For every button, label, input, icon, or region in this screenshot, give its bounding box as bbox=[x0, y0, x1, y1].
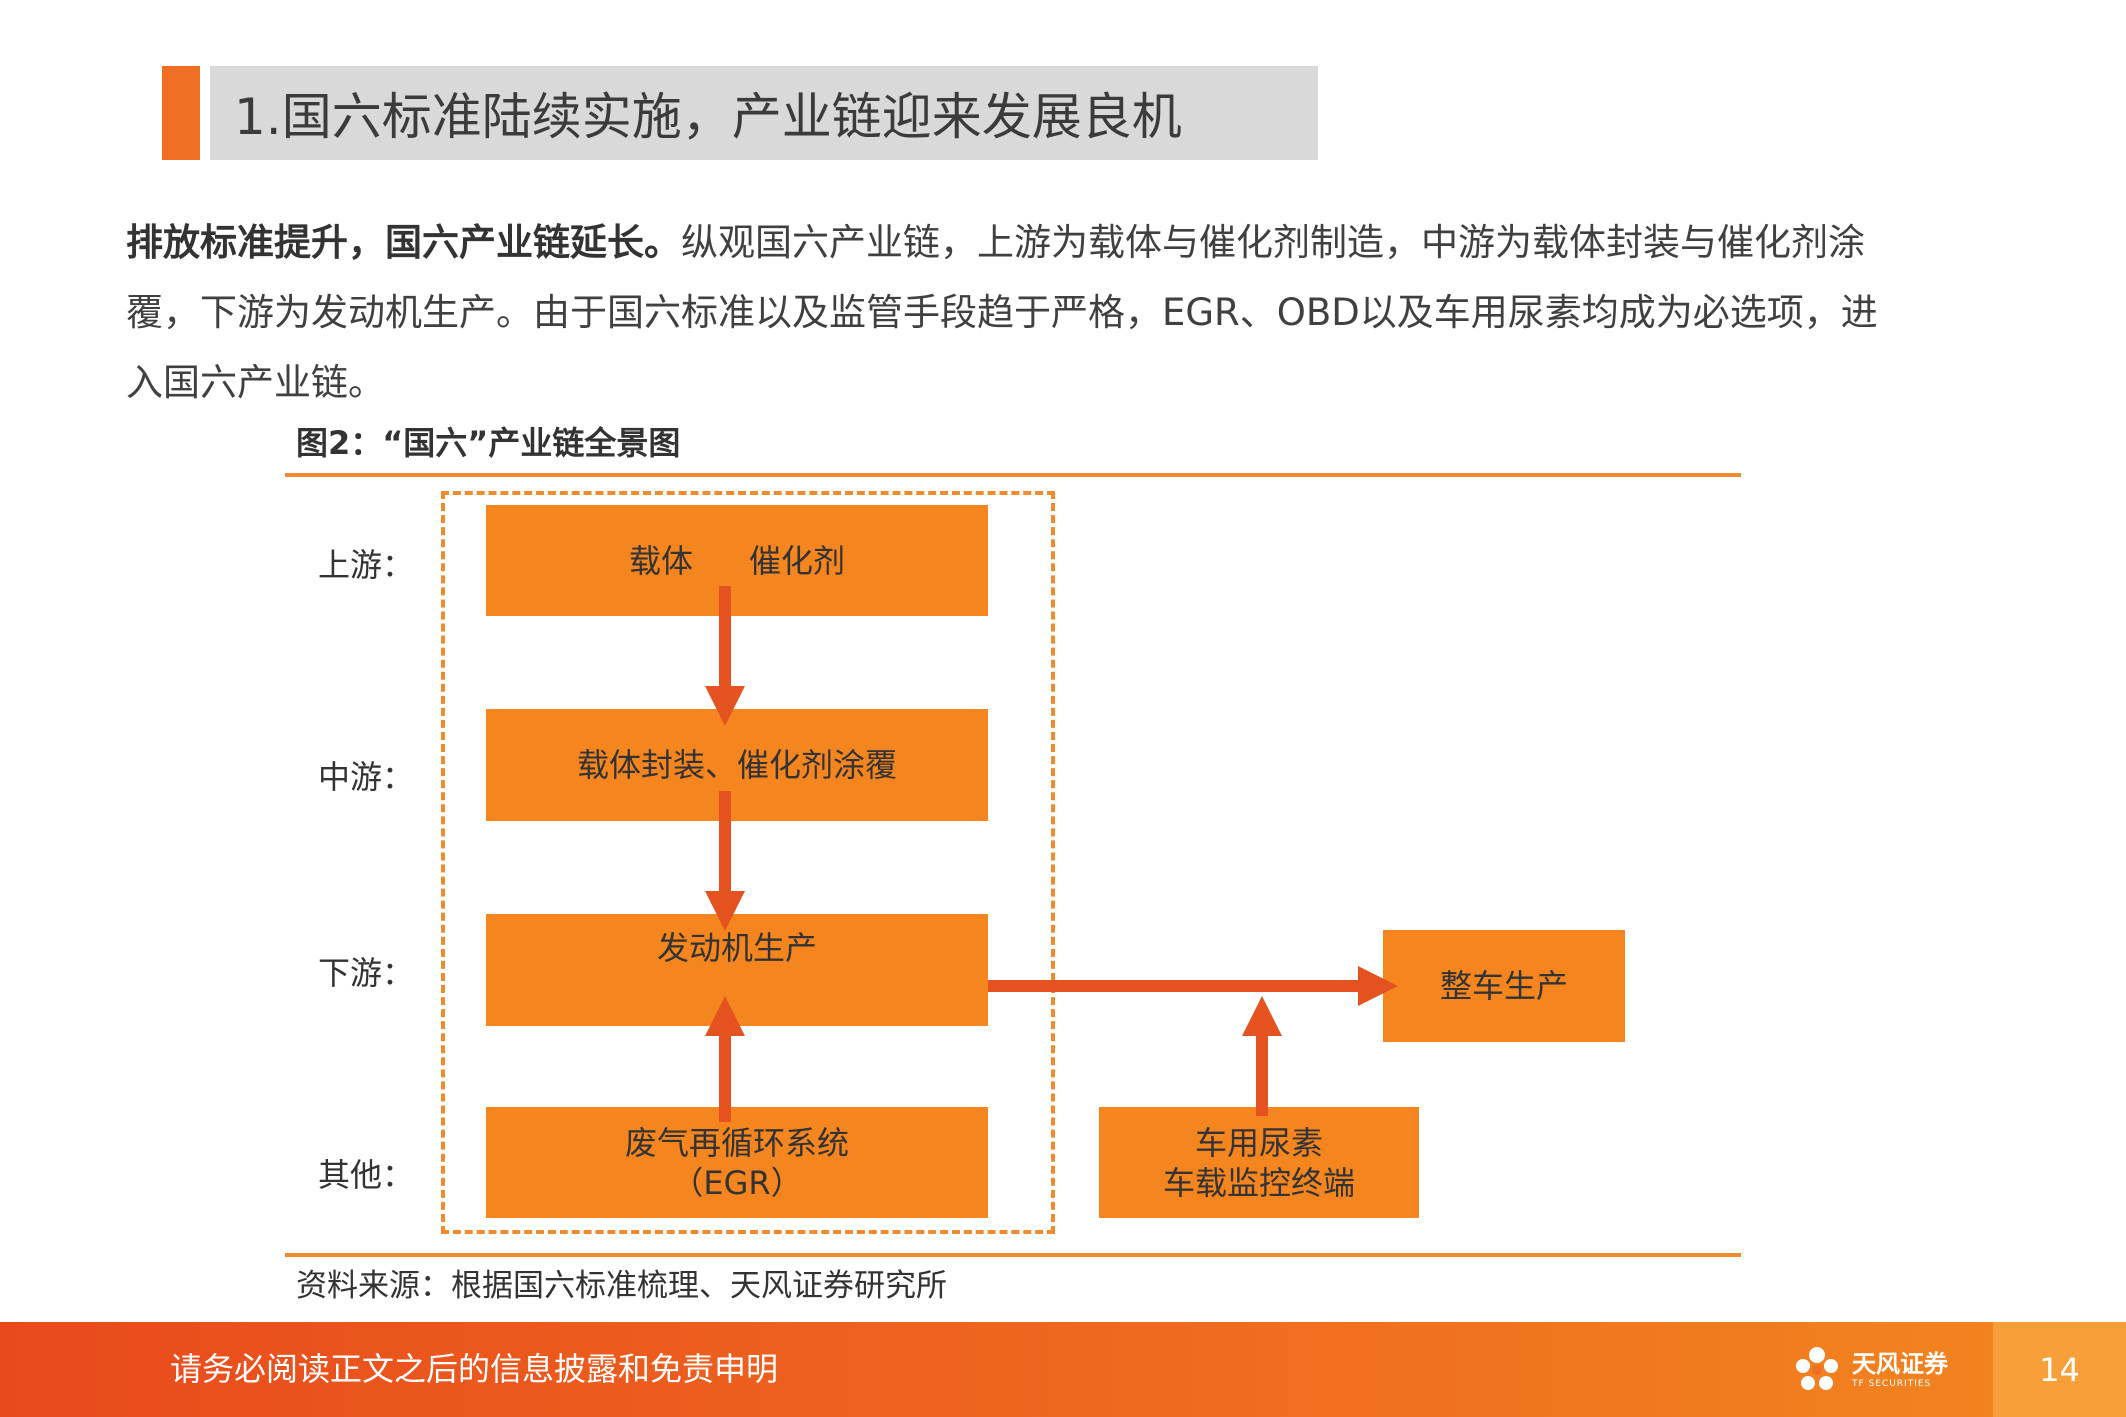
footer-disclaimer: 请务必阅读正文之后的信息披露和免责申明 bbox=[170, 1350, 779, 1388]
body-paragraph: 排放标准提升，国六产业链延长。纵观国六产业链，上游为载体与催化剂制造，中游为载体… bbox=[126, 208, 1906, 418]
arrow-urea-to-line-head bbox=[1242, 996, 1282, 1036]
body-text: 纵观国六产业链，上游为载体与催化剂制造，中游为载体封装与催化剂涂覆，下游为发动机… bbox=[126, 221, 1878, 404]
arrow-egr-to-down-shaft bbox=[719, 1036, 731, 1122]
figure-source: 资料来源：根据国六标准梳理、天风证券研究所 bbox=[296, 1268, 947, 1304]
tier-label-upstream: 上游： bbox=[318, 546, 415, 584]
arrow-egr-to-down-head bbox=[705, 996, 745, 1036]
tier-label-other: 其他： bbox=[318, 1156, 415, 1194]
urea-obd-box: 车用尿素 车载监控终端 bbox=[1099, 1107, 1419, 1218]
midstream-box: 载体封装、催化剂涂覆 bbox=[486, 709, 988, 821]
footer-bar bbox=[0, 1322, 2126, 1417]
figure-bottom-rule bbox=[285, 1253, 1741, 1257]
arrow-up-to-mid-shaft bbox=[719, 586, 731, 686]
industry-chain-dashed-group bbox=[441, 491, 1055, 1234]
arrow-down-to-vehicle-head bbox=[1358, 966, 1398, 1006]
figure-top-rule bbox=[285, 473, 1741, 477]
vehicle-production-box: 整车生产 bbox=[1383, 930, 1625, 1042]
title-accent-bar bbox=[162, 66, 200, 160]
egr-box: 废气再循环系统 （EGR） bbox=[486, 1107, 988, 1218]
arrow-mid-to-down-shaft bbox=[719, 791, 731, 891]
figure-title: 图2：“国六”产业链全景图 bbox=[296, 424, 681, 462]
arrow-down-to-vehicle-shaft bbox=[988, 980, 1358, 992]
obd-label: 车载监控终端 bbox=[1162, 1163, 1355, 1202]
logo-cn-text: 天风证券 bbox=[1852, 1350, 1948, 1378]
tf-securities-logo: 天风证券 TF SECURITIES bbox=[1790, 1340, 1970, 1400]
downstream-label: 发动机生产 bbox=[656, 929, 817, 967]
page-number-block bbox=[1993, 1322, 2126, 1417]
egr-label-line1: 废气再循环系统 bbox=[624, 1123, 849, 1162]
arrow-mid-to-down-head bbox=[705, 891, 745, 931]
page-number: 14 bbox=[2039, 1350, 2080, 1389]
logo-en-text: TF SECURITIES bbox=[1852, 1379, 1932, 1389]
body-lead: 排放标准提升，国六产业链延长。 bbox=[126, 221, 681, 264]
downstream-box: 发动机生产 bbox=[486, 914, 988, 1026]
vehicle-production-label: 整车生产 bbox=[1439, 967, 1568, 1005]
tier-label-midstream: 中游： bbox=[318, 758, 415, 796]
tier-label-downstream: 下游： bbox=[318, 954, 415, 992]
catalyst-label: 催化剂 bbox=[749, 541, 846, 580]
midstream-label: 载体封装、催化剂涂覆 bbox=[576, 746, 897, 784]
egr-label-line2: （EGR） bbox=[671, 1163, 803, 1202]
arrow-up-to-mid-head bbox=[705, 686, 745, 726]
arrow-urea-to-line-shaft bbox=[1256, 1036, 1268, 1116]
urea-label: 车用尿素 bbox=[1194, 1123, 1323, 1162]
section-title-text: 1.国六标准陆续实施，产业链迎来发展良机 bbox=[234, 88, 1182, 146]
section-title: 1.国六标准陆续实施，产业链迎来发展良机 bbox=[210, 66, 1318, 160]
upstream-box: 载体 催化剂 bbox=[486, 505, 988, 616]
logo-flower-icon bbox=[1796, 1347, 1838, 1390]
carrier-label: 载体 bbox=[628, 541, 693, 580]
